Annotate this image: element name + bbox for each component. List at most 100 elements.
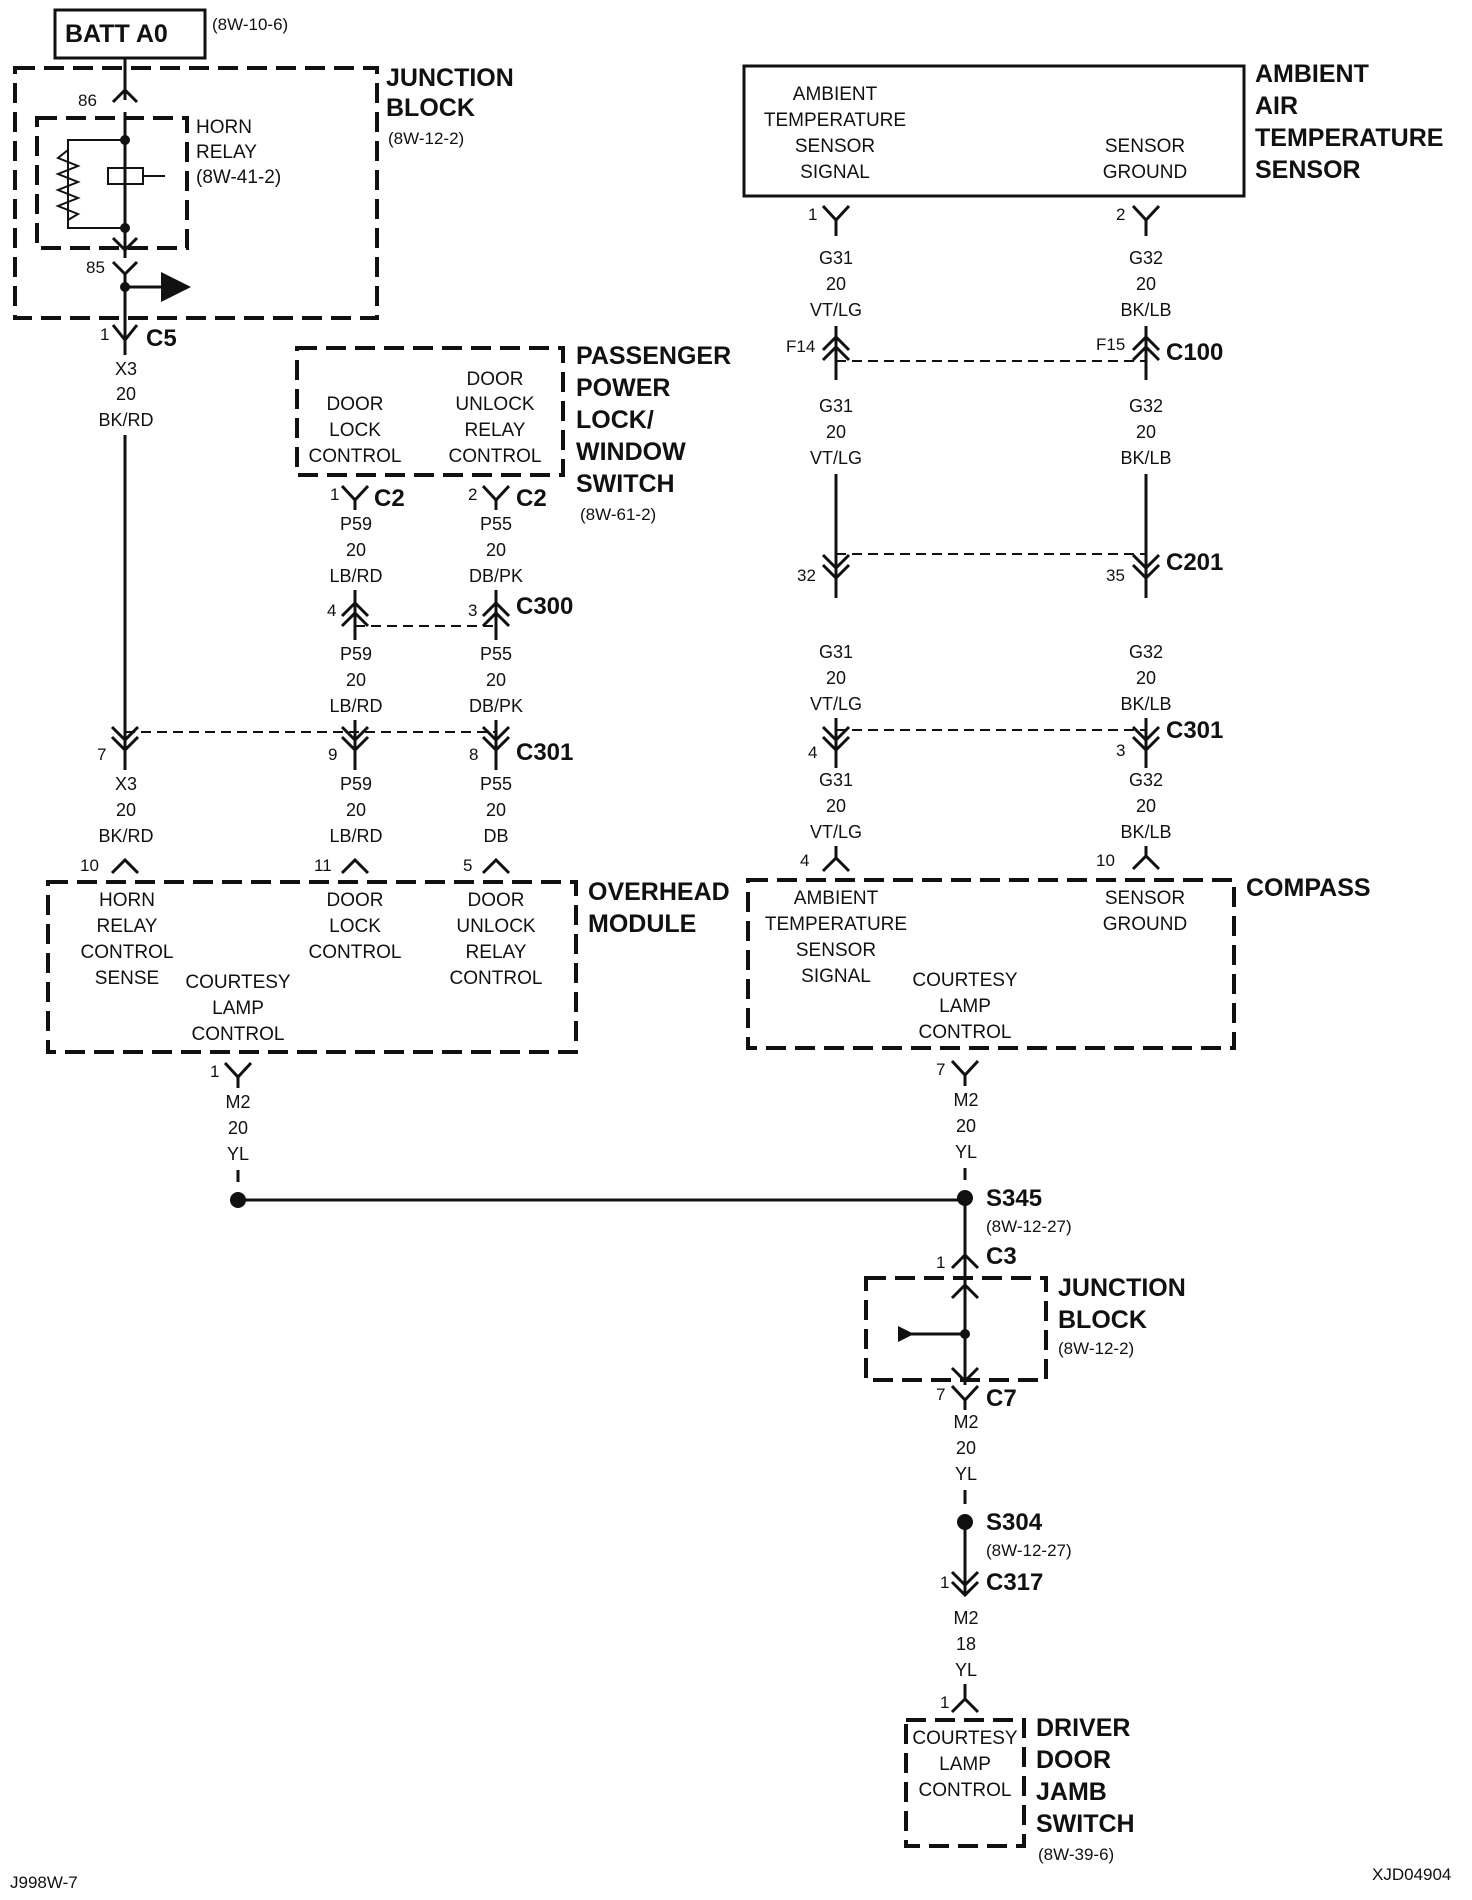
svg-text:LB/RD: LB/RD — [329, 566, 382, 586]
svg-text:LAMP: LAMP — [939, 996, 991, 1017]
connector-c201: 32 35 C201 — [797, 474, 1223, 598]
svg-text:20: 20 — [826, 668, 846, 688]
svg-text:1: 1 — [330, 485, 339, 504]
svg-text:20: 20 — [956, 1438, 976, 1458]
batt-a0-box: BATT A0 (8W-10-6) — [53, 8, 288, 60]
junction-block-bottom: JUNCTION BLOCK (8W-12-2) — [864, 1262, 1186, 1385]
svg-text:SENSOR: SENSOR — [795, 136, 875, 157]
svg-text:BLOCK: BLOCK — [1058, 1306, 1147, 1334]
svg-text:C2: C2 — [374, 485, 405, 512]
svg-text:HORN: HORN — [99, 890, 155, 911]
svg-text:JUNCTION: JUNCTION — [1058, 1274, 1186, 1302]
wire-p59-a: P59 20 LB/RD — [329, 514, 382, 586]
svg-text:DRIVER: DRIVER — [1036, 1714, 1130, 1742]
svg-text:LAMP: LAMP — [939, 1754, 991, 1775]
wire-g32-b: G32 20 BK/LB — [1120, 396, 1171, 468]
svg-text:BK/LB: BK/LB — [1120, 448, 1171, 468]
svg-text:C2: C2 — [516, 485, 547, 512]
svg-text:20: 20 — [228, 1118, 248, 1138]
svg-text:3: 3 — [1116, 741, 1125, 760]
svg-text:RELAY: RELAY — [196, 142, 257, 163]
svg-text:X3: X3 — [115, 359, 137, 379]
sensor-pin-2: 2 — [1116, 205, 1125, 224]
svg-text:VT/LG: VT/LG — [810, 694, 862, 714]
svg-text:SENSOR: SENSOR — [796, 940, 876, 961]
svg-text:32: 32 — [797, 566, 816, 585]
svg-text:CONTROL: CONTROL — [449, 446, 542, 467]
svg-text:20: 20 — [486, 670, 506, 690]
svg-text:AMBIENT: AMBIENT — [794, 888, 879, 909]
svg-text:(8W-61-2): (8W-61-2) — [580, 505, 656, 524]
svg-text:C300: C300 — [516, 593, 573, 620]
svg-text:C201: C201 — [1166, 549, 1223, 576]
horn-relay: HORN RELAY (8W-41-2) — [35, 112, 281, 258]
svg-text:HORN: HORN — [196, 117, 252, 138]
svg-text:LOCK: LOCK — [329, 916, 381, 937]
svg-text:1: 1 — [210, 1062, 219, 1081]
svg-text:DOOR: DOOR — [327, 394, 384, 415]
svg-text:DB/PK: DB/PK — [469, 696, 523, 716]
wire-g31-c: G31 20 VT/LG — [810, 642, 862, 714]
svg-text:SWITCH: SWITCH — [576, 470, 675, 498]
compass-module: 4 10 COMPASS AMBIENT TEMPERATURE SENSOR … — [746, 846, 1371, 1050]
svg-text:AMBIENT: AMBIENT — [793, 84, 878, 105]
svg-text:7: 7 — [97, 745, 106, 764]
svg-text:7: 7 — [936, 1385, 945, 1404]
svg-text:4: 4 — [800, 851, 809, 870]
batt-ref: (8W-10-6) — [212, 15, 288, 34]
svg-text:G31: G31 — [819, 396, 853, 416]
overhead-module: 10 11 5 OVERHEAD MODULE HORN RELAY CONTR… — [46, 856, 730, 1054]
svg-text:LB/RD: LB/RD — [329, 696, 382, 716]
svg-text:G31: G31 — [819, 642, 853, 662]
svg-text:M2: M2 — [225, 1092, 250, 1112]
svg-text:P55: P55 — [480, 644, 512, 664]
svg-text:DOOR: DOOR — [468, 890, 525, 911]
svg-text:P59: P59 — [340, 774, 372, 794]
wire-x3-top: X3 20 BK/RD — [98, 359, 153, 430]
svg-text:(8W-39-6): (8W-39-6) — [1038, 1845, 1114, 1864]
overhead-output-pin1: 1 — [210, 1061, 253, 1088]
svg-text:DB/PK: DB/PK — [469, 566, 523, 586]
svg-text:P59: P59 — [340, 514, 372, 534]
svg-text:C317: C317 — [986, 1569, 1043, 1596]
svg-text:20: 20 — [1136, 422, 1156, 442]
svg-text:20: 20 — [116, 800, 136, 820]
svg-text:VT/LG: VT/LG — [810, 300, 862, 320]
svg-text:G32: G32 — [1129, 396, 1163, 416]
svg-text:UNLOCK: UNLOCK — [455, 394, 535, 415]
svg-text:POWER: POWER — [576, 374, 670, 402]
ambient-air-temperature-sensor: AMBIENT AIR TEMPERATURE SENSOR AMBIENT T… — [742, 60, 1443, 198]
wire-g31-b: G31 20 VT/LG — [810, 396, 862, 468]
svg-text:(8W-41-2): (8W-41-2) — [196, 167, 281, 188]
svg-text:TEMPERATURE: TEMPERATURE — [765, 914, 907, 935]
svg-text:20: 20 — [346, 670, 366, 690]
svg-text:PASSENGER: PASSENGER — [576, 342, 731, 370]
svg-text:10: 10 — [1096, 851, 1115, 870]
svg-text:S345: S345 — [986, 1185, 1042, 1212]
svg-text:S304: S304 — [986, 1509, 1043, 1536]
svg-text:9: 9 — [328, 745, 337, 764]
svg-text:11: 11 — [314, 856, 332, 875]
svg-text:18: 18 — [956, 1634, 976, 1654]
svg-text:RELAY: RELAY — [465, 420, 526, 441]
svg-text:7: 7 — [936, 1060, 945, 1079]
svg-text:20: 20 — [346, 540, 366, 560]
svg-text:M2: M2 — [953, 1412, 978, 1432]
svg-text:COURTESY: COURTESY — [185, 972, 291, 993]
wire-g32-d: G32 20 BK/LB — [1120, 770, 1171, 842]
driver-door-jamb-switch: 1 DRIVER DOOR JAMB SWITCH (8W-39-6) COUR… — [904, 1693, 1135, 1864]
svg-text:BK/RD: BK/RD — [98, 826, 153, 846]
connector-c2-pin2: 2 C2 — [468, 484, 547, 512]
svg-text:F14: F14 — [786, 337, 815, 356]
svg-text:LOCK: LOCK — [329, 420, 381, 441]
jb-top-title2: BLOCK — [386, 94, 475, 122]
svg-text:(8W-12-27): (8W-12-27) — [986, 1541, 1072, 1560]
batt-label: BATT A0 — [65, 20, 168, 48]
connector-c7: 7 C7 — [936, 1384, 1017, 1412]
footer-left-code: J998W-7 — [10, 1873, 78, 1892]
svg-text:P59: P59 — [340, 644, 372, 664]
svg-text:LAMP: LAMP — [212, 998, 264, 1019]
svg-text:G32: G32 — [1129, 642, 1163, 662]
svg-text:CONTROL: CONTROL — [192, 1024, 285, 1045]
svg-text:WINDOW: WINDOW — [576, 438, 686, 466]
